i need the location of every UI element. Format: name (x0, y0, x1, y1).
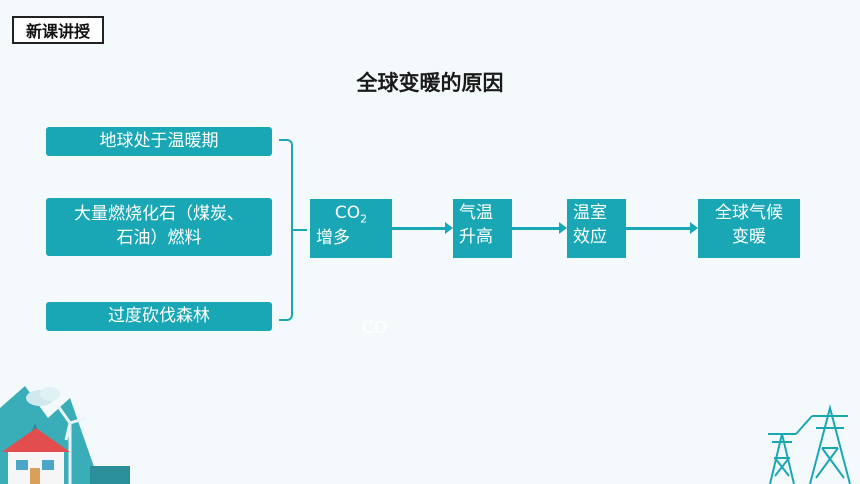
flow-arrow-1 (392, 222, 453, 234)
step-greenhouse-line1: 温室 (573, 203, 607, 223)
co2-subscript: 2 (360, 212, 368, 226)
step-global-warming: 全球气候 变暖 (698, 199, 800, 258)
cause-fossil-fuel: 大量燃烧化石（煤炭、 石油）燃料 (46, 198, 272, 256)
step-global-warming-line1: 全球气候 (715, 203, 783, 223)
cause-deforestation: 过度砍伐森林 (46, 302, 272, 331)
causes-bracket (279, 139, 293, 321)
co2-main: CO (334, 203, 361, 223)
flow-arrow-3 (626, 222, 698, 234)
section-badge: 新课讲授 (12, 16, 104, 44)
step-temperature-line2: 升高 (459, 226, 493, 247)
step-greenhouse-line2: 效应 (573, 226, 607, 247)
slide-title: 全球变暖的原因 (356, 71, 504, 95)
bracket-connector (293, 229, 307, 231)
cause-fossil-fuel-line2: 石油）燃料 (116, 228, 202, 248)
step-greenhouse-effect: 温室 效应 (567, 199, 626, 258)
step-global-warming-line2: 变暖 (732, 226, 766, 247)
step-co2-line1: CO2 (316, 202, 386, 227)
cause-warm-period: 地球处于温暖期 (46, 127, 272, 156)
step-temperature-rise: 气温 升高 (453, 199, 512, 258)
cause-deforestation-label: 过度砍伐森林 (108, 305, 210, 326)
faint-co2-text: CO (362, 318, 388, 338)
step-co2-increase: CO2 增多 (310, 199, 392, 258)
flow-arrow-2 (512, 222, 567, 234)
power-pylons-illustration (768, 404, 851, 484)
cause-warm-period-label: 地球处于温暖期 (99, 130, 219, 151)
step-co2-line2: 增多 (316, 227, 350, 248)
step-temperature-line1: 气温 (459, 203, 493, 223)
cause-fossil-fuel-line1: 大量燃烧化石（煤炭、 (74, 204, 244, 225)
house-wind-turbine-illustration (0, 386, 130, 484)
